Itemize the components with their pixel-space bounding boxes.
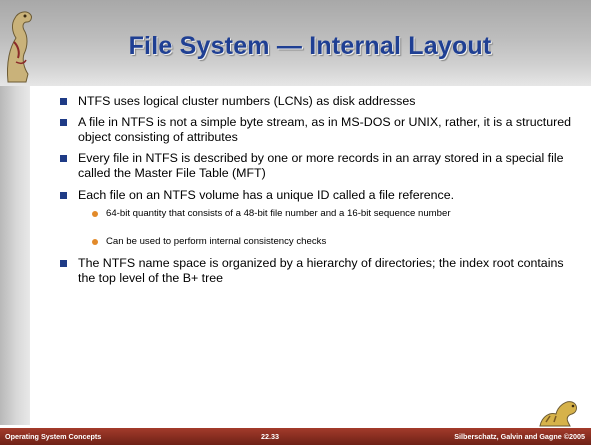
bullet-text: The NTFS name space is organized by a hi… xyxy=(78,256,564,285)
round-bullet-icon xyxy=(92,239,98,245)
sub-bullet-text: 64-bit quantity that consists of a 48-bi… xyxy=(106,208,451,219)
footer-course-title: Operating System Concepts xyxy=(5,432,102,441)
dinosaur-icon xyxy=(539,401,577,427)
dinosaur-icon xyxy=(7,11,32,83)
square-bullet-icon xyxy=(60,260,67,267)
footer-bar xyxy=(0,428,591,445)
footer-page-number: 22.33 xyxy=(261,432,279,441)
square-bullet-icon xyxy=(60,98,67,105)
square-bullet-icon xyxy=(60,119,67,126)
list-item: A file in NTFS is not a simple byte stre… xyxy=(60,115,578,145)
list-item: The NTFS name space is organized by a hi… xyxy=(60,256,578,286)
square-bullet-icon xyxy=(60,192,67,199)
round-bullet-icon xyxy=(92,211,98,217)
square-bullet-icon xyxy=(60,155,67,162)
title-band xyxy=(0,0,591,86)
sub-list-item: 64-bit quantity that consists of a 48-bi… xyxy=(92,208,546,220)
slide-title: File System — Internal Layout xyxy=(128,32,492,60)
sub-bullet-text: Can be used to perform internal consiste… xyxy=(106,236,327,247)
list-item: NTFS uses logical cluster numbers (LCNs)… xyxy=(60,94,578,109)
sub-list-item: Can be used to perform internal consiste… xyxy=(92,236,546,248)
footer-copyright: Silberschatz, Galvin and Gagne ©2005 xyxy=(454,432,585,441)
bullet-text: Every file in NTFS is described by one o… xyxy=(78,151,564,180)
bullet-text: NTFS uses logical cluster numbers (LCNs)… xyxy=(78,94,416,108)
list-item: Each file on an NTFS volume has a unique… xyxy=(60,188,578,203)
bullet-text: Each file on an NTFS volume has a unique… xyxy=(78,188,455,202)
bullet-text: A file in NTFS is not a simple byte stre… xyxy=(78,115,572,144)
list-item: Every file in NTFS is described by one o… xyxy=(60,151,578,181)
